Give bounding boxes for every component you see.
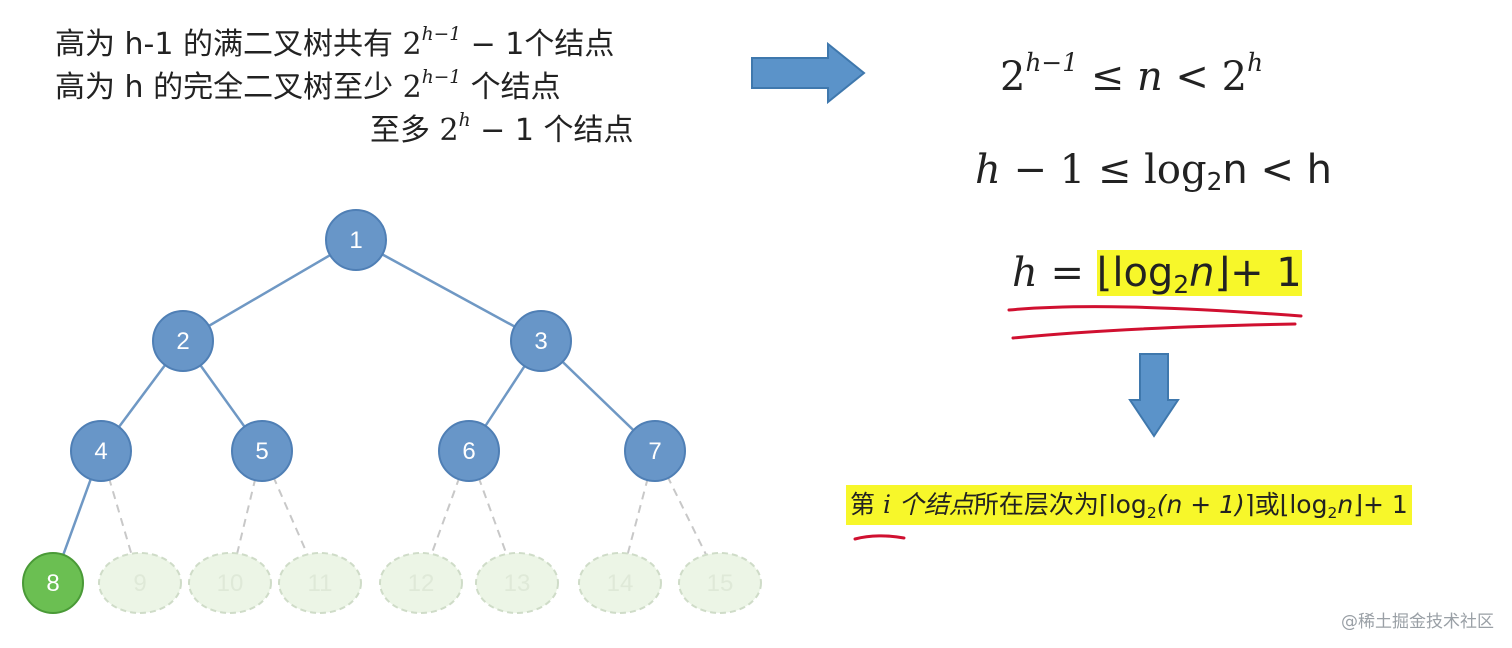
tree-node-label: 8 <box>46 570 59 597</box>
tree-node-11: 11 <box>278 552 362 614</box>
tree-node-9: 9 <box>98 552 182 614</box>
node-level-formula: 第 i 个结点所在层次为⌈log2(n + 1)⌉或⌊log2n⌋+ 1 <box>846 485 1412 525</box>
height-formula: h = ⌊log2n⌋+ 1 <box>1012 250 1302 300</box>
tree-node-label: 9 <box>133 570 146 597</box>
fact-line-3: 至多 2h − 1 个结点 <box>370 110 634 148</box>
tree-edge-7-15 <box>654 450 721 584</box>
red-underline-short <box>853 534 906 541</box>
tree-node-1: 1 <box>325 209 387 271</box>
tree-edge-1-3 <box>355 238 542 343</box>
tree-edge-5-11 <box>261 450 321 584</box>
highlighted-floor-log: ⌊log2n⌋+ 1 <box>1096 250 1302 300</box>
tree-node-14: 14 <box>578 552 662 614</box>
tree-node-label: 11 <box>308 570 333 597</box>
tree-edge-1-2 <box>182 238 357 343</box>
tree-node-label: 15 <box>707 570 734 597</box>
tree-node-3: 3 <box>510 310 572 372</box>
tree-node-label: 13 <box>504 570 531 597</box>
inequality-1: 2h−1 ≤ n < 2h <box>1000 48 1264 100</box>
fact-line-2: 高为 h 的完全二叉树至少 2h−1 个结点 <box>55 67 561 105</box>
tree-node-label: 2 <box>176 328 189 355</box>
tree-node-5: 5 <box>231 420 293 482</box>
tree-node-13: 13 <box>475 552 559 614</box>
tree-node-label: 3 <box>534 328 547 355</box>
tree-node-label: 4 <box>94 438 107 465</box>
tree-node-label: 1 <box>349 227 362 254</box>
tree-node-12: 12 <box>379 552 463 614</box>
tree-node-8: 8 <box>22 552 84 614</box>
watermark: @稀土掘金技术社区 <box>1341 612 1494 632</box>
tree-node-label: 12 <box>408 570 435 597</box>
fact-line-1: 高为 h-1 的满二叉树共有 2h−1 − 1个结点 <box>55 24 615 62</box>
tree-node-10: 10 <box>188 552 272 614</box>
tree-node-label: 7 <box>648 438 661 465</box>
down-arrow-icon <box>1128 353 1180 438</box>
tree-node-7: 7 <box>624 420 686 482</box>
right-arrow-icon <box>751 42 866 104</box>
tree-node-2: 2 <box>152 310 214 372</box>
tree-node-6: 6 <box>438 420 500 482</box>
tree-node-label: 10 <box>217 570 244 597</box>
tree-node-label: 5 <box>255 438 268 465</box>
red-underline-marks <box>1007 305 1303 340</box>
tree-node-label: 6 <box>462 438 475 465</box>
tree-node-15: 15 <box>678 552 762 614</box>
tree-node-label: 14 <box>607 570 634 597</box>
tree-node-4: 4 <box>70 420 132 482</box>
inequality-2: h − 1 ≤ log2n < h <box>975 147 1333 197</box>
